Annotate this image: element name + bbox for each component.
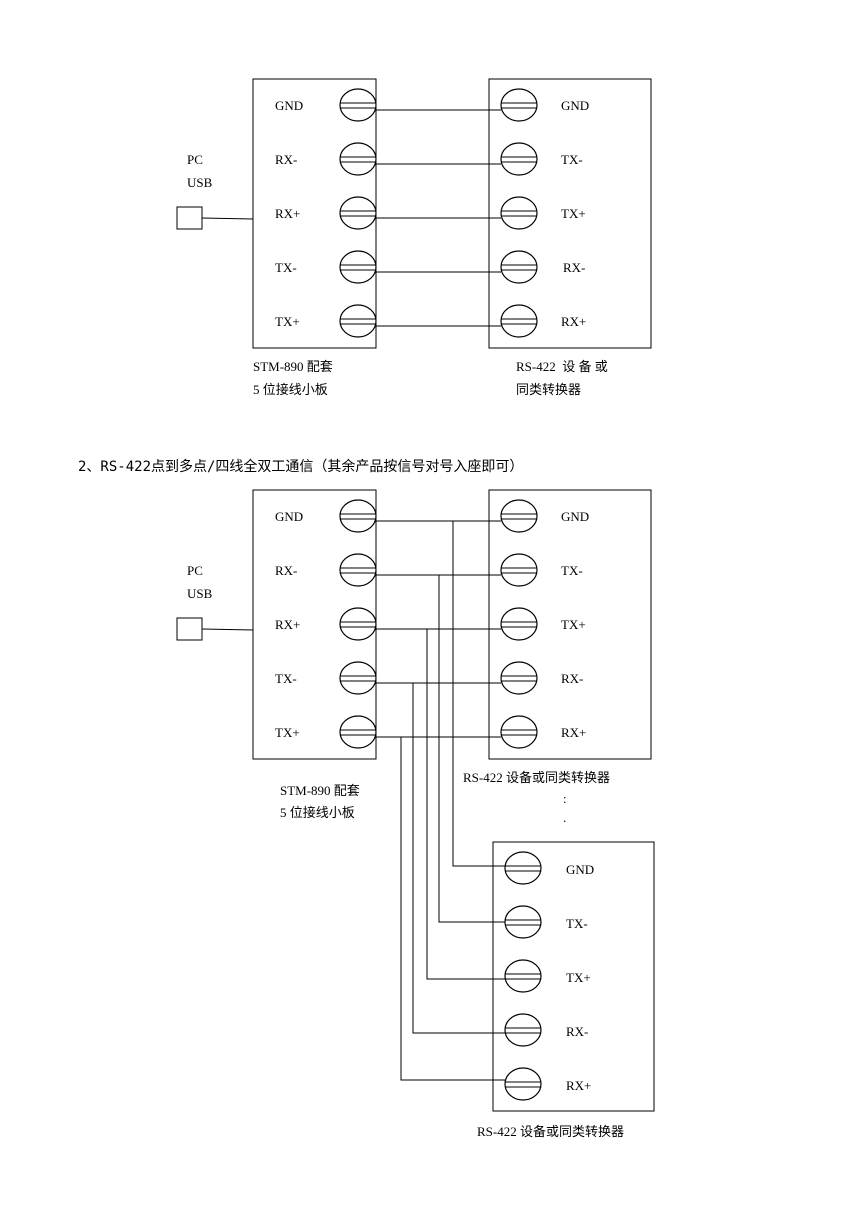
diagram-point-to-point: PC USB GND RX- RX+ TX- TX+ GND TX- TX+ R… bbox=[176, 78, 652, 397]
device-2-pin-label: RX- bbox=[566, 1024, 588, 1039]
device-2-pin-label: TX+ bbox=[566, 970, 591, 985]
device-terminal-screws bbox=[500, 88, 538, 338]
device-2-caption: RS-422 设备或同类转换器 bbox=[477, 1124, 624, 1139]
device-pin-label: TX+ bbox=[561, 206, 586, 221]
connecting-wires-device-2 bbox=[400, 521, 505, 1081]
board-pin-label: TX+ bbox=[275, 725, 300, 740]
board-caption: 5 位接线小板 bbox=[253, 382, 328, 397]
board-caption: STM-890 配套 bbox=[253, 359, 333, 374]
device-2-pin-label: TX- bbox=[566, 916, 588, 931]
device-pin-label: TX- bbox=[561, 152, 583, 167]
device-caption: RS-422 设 备 或 bbox=[516, 359, 608, 374]
board-terminal-screws bbox=[339, 88, 377, 338]
rs422-device-2 bbox=[492, 841, 655, 1112]
device-2-terminal-screws bbox=[504, 851, 542, 1101]
board-caption: STM-890 配套 bbox=[280, 783, 360, 798]
board-terminal-screws bbox=[339, 499, 377, 749]
device-1-pin-label: TX+ bbox=[561, 617, 586, 632]
usb-connector bbox=[176, 206, 203, 230]
board-pin-label: GND bbox=[275, 98, 303, 113]
continuation-mark: : bbox=[563, 791, 567, 806]
board-pin-label: RX+ bbox=[275, 617, 300, 632]
device-1-pin-label: GND bbox=[561, 509, 589, 524]
device-1-pin-label: RX- bbox=[561, 671, 583, 686]
device-pin-label: RX- bbox=[563, 260, 585, 275]
board-pin-label: TX- bbox=[275, 671, 297, 686]
device-pin-label: RX+ bbox=[561, 314, 586, 329]
board-pin-label: RX- bbox=[275, 152, 297, 167]
continuation-mark: . bbox=[563, 810, 566, 825]
board-caption: 5 位接线小板 bbox=[280, 805, 355, 820]
device-1-pin-label: RX+ bbox=[561, 725, 586, 740]
connecting-wires bbox=[376, 109, 501, 327]
device-1-terminal-screws bbox=[500, 499, 538, 749]
usb-cable bbox=[201, 628, 254, 631]
board-pin-label: RX+ bbox=[275, 206, 300, 221]
board-pin-label: GND bbox=[275, 509, 303, 524]
device-1-caption: RS-422 设备或同类转换器 bbox=[463, 770, 610, 785]
device-1-pin-label: TX- bbox=[561, 563, 583, 578]
board-pin-label: RX- bbox=[275, 563, 297, 578]
device-caption: 同类转换器 bbox=[516, 382, 581, 397]
rs422-device bbox=[488, 78, 652, 349]
diagram-point-to-multipoint: PC USB GND RX- RX+ TX- TX+ GND TX- TX+ R… bbox=[176, 489, 655, 1139]
pc-label: PC bbox=[187, 152, 203, 167]
pc-label: PC bbox=[187, 563, 203, 578]
device-pin-label: GND bbox=[561, 98, 589, 113]
board-pin-label: TX- bbox=[275, 260, 297, 275]
section-heading: 2、RS-422点到多点/四线全双工通信（其余产品按信号对号入座即可） bbox=[78, 458, 523, 475]
usb-cable bbox=[201, 217, 254, 220]
device-2-pin-label: RX+ bbox=[566, 1078, 591, 1093]
device-2-pin-label: GND bbox=[566, 862, 594, 877]
board-pin-label: TX+ bbox=[275, 314, 300, 329]
usb-connector bbox=[176, 617, 203, 641]
rs422-device-1 bbox=[488, 489, 652, 760]
usb-label: USB bbox=[187, 586, 213, 601]
usb-label: USB bbox=[187, 175, 213, 190]
